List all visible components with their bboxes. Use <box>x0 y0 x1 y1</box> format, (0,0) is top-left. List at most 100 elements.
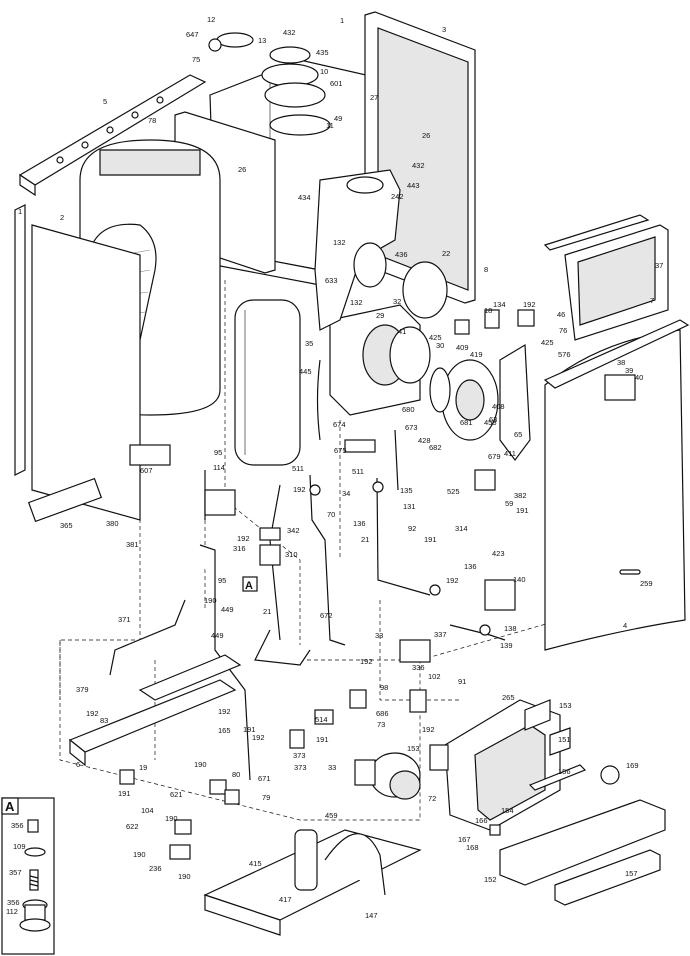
part-callout-c434: 434 <box>298 193 311 202</box>
part-callout-c70: 70 <box>327 510 335 519</box>
part-callout-c138: 138 <box>504 624 517 633</box>
part-callout-c190a: 190 <box>204 596 217 605</box>
part-callout-c192b: 192 <box>293 485 306 494</box>
part-callout-c7: 7 <box>650 296 654 305</box>
left-side-panels <box>14 204 141 521</box>
part-callout-c157: 157 <box>625 869 638 878</box>
part-callout-c37: 37 <box>655 261 663 270</box>
part-callout-c29: 29 <box>376 311 384 320</box>
part-callout-c166: 166 <box>475 816 488 825</box>
part-callout-c165: 165 <box>218 726 231 735</box>
part-callout-c445: 445 <box>299 367 312 376</box>
part-callout-c358: 356 <box>7 898 20 907</box>
part-callout-c379: 379 <box>76 685 89 694</box>
part-callout-c191d: 191 <box>243 725 256 734</box>
part-callout-c191b: 191 <box>424 535 437 544</box>
part-callout-c371: 371 <box>118 615 131 624</box>
part-callout-c647: 647 <box>186 30 199 39</box>
part-callout-c18: 18 <box>484 306 492 315</box>
part-callout-c98: 98 <box>380 683 388 692</box>
part-callout-c6: 6 <box>76 760 80 769</box>
part-callout-c601: 601 <box>330 79 343 88</box>
part-callout-c576: 576 <box>558 350 571 359</box>
fan-assembly <box>329 304 499 441</box>
part-callout-c27: 27 <box>370 93 378 102</box>
part-callout-c409: 409 <box>456 343 469 352</box>
part-callout-c357: 357 <box>9 868 22 877</box>
part-callout-c22: 22 <box>442 249 450 258</box>
inset-a: A <box>1 797 55 955</box>
part-callout-c168: 168 <box>466 843 479 852</box>
part-callout-c681: 681 <box>460 418 473 427</box>
part-callout-c432a: 432 <box>283 28 296 37</box>
part-callout-c675: 675 <box>334 446 347 455</box>
part-callout-c511a: 511 <box>292 464 304 473</box>
inset-a-label: A <box>5 799 15 814</box>
part-callout-c78: 78 <box>148 116 156 125</box>
part-callout-c316: 316 <box>233 544 246 553</box>
part-callout-c38: 38 <box>617 358 625 367</box>
part-callout-c80: 80 <box>232 770 240 779</box>
part-callout-c102: 102 <box>428 672 441 681</box>
part-callout-c104: 104 <box>141 806 154 815</box>
part-callout-c26a: 26 <box>422 131 430 140</box>
part-callout-c132a: 132 <box>333 238 346 247</box>
part-callout-c191e: 191 <box>118 789 131 798</box>
part-callout-c35: 35 <box>305 339 313 348</box>
part-callout-c136a: 136 <box>353 519 366 528</box>
part-callout-c190c: 190 <box>165 814 178 823</box>
part-callout-c425a: 425 <box>429 333 442 342</box>
small-components <box>27 309 636 860</box>
part-callout-c380: 380 <box>106 519 119 528</box>
part-callout-c419: 419 <box>470 350 483 359</box>
part-callout-c33a: 33 <box>375 631 383 640</box>
part-callout-c46: 46 <box>557 310 565 319</box>
part-callout-c411: 411 <box>504 449 516 458</box>
part-callout-c459: 459 <box>325 811 338 820</box>
part-callout-c33b: 33 <box>328 763 336 772</box>
part-callout-c26b: 26 <box>238 165 246 174</box>
part-callout-c342: 342 <box>287 526 300 535</box>
part-callout-c435: 435 <box>316 48 329 57</box>
part-callout-c674: 674 <box>333 420 346 429</box>
part-callout-c432b: 432 <box>412 161 425 170</box>
part-callout-c682: 682 <box>429 443 442 452</box>
part-callout-c415: 415 <box>249 859 262 868</box>
part-callout-c443: 443 <box>407 181 420 190</box>
part-callout-c30: 30 <box>436 341 444 350</box>
part-callout-c428: 428 <box>418 436 431 445</box>
pump <box>354 752 421 800</box>
part-callout-c91: 91 <box>458 677 466 686</box>
part-callout-c190b: 190 <box>194 760 207 769</box>
part-callout-c449b: 449 <box>211 631 224 640</box>
part-callout-c511b: 511 <box>352 467 364 476</box>
part-callout-c607: 607 <box>140 466 153 475</box>
part-callout-c408: 408 <box>492 402 505 411</box>
part-callout-c190d: 190 <box>133 850 146 859</box>
part-callout-c381: 381 <box>126 540 139 549</box>
part-callout-c192i: 192 <box>422 725 435 734</box>
part-callout-c147: 147 <box>365 911 378 920</box>
part-callout-c514: 514 <box>315 715 328 724</box>
part-callout-c156: 156 <box>558 767 571 776</box>
part-callout-c154: 154 <box>501 806 514 815</box>
part-callout-c3: 3 <box>442 25 446 34</box>
part-callout-c40: 40 <box>635 373 643 382</box>
part-callout-c265: 265 <box>502 693 515 702</box>
part-callout-c365: 365 <box>60 521 73 530</box>
part-callout-c59: 59 <box>505 499 513 508</box>
part-callout-c191a: 191 <box>516 506 529 515</box>
part-callout-c192h: 192 <box>252 733 265 742</box>
part-callout-c310: 310 <box>285 550 298 559</box>
part-callout-c192d: 192 <box>446 576 459 585</box>
part-callout-c314: 314 <box>455 524 468 533</box>
part-callout-c13: 13 <box>258 36 266 45</box>
control-panel <box>444 699 666 906</box>
part-callout-c76: 76 <box>559 326 567 335</box>
part-callout-c5: 5 <box>103 97 107 106</box>
part-callout-c139: 139 <box>500 641 513 650</box>
part-callout-c425b: 425 <box>541 338 554 347</box>
part-callout-c39: 39 <box>625 366 633 375</box>
part-callout-c114: 114 <box>213 463 225 472</box>
